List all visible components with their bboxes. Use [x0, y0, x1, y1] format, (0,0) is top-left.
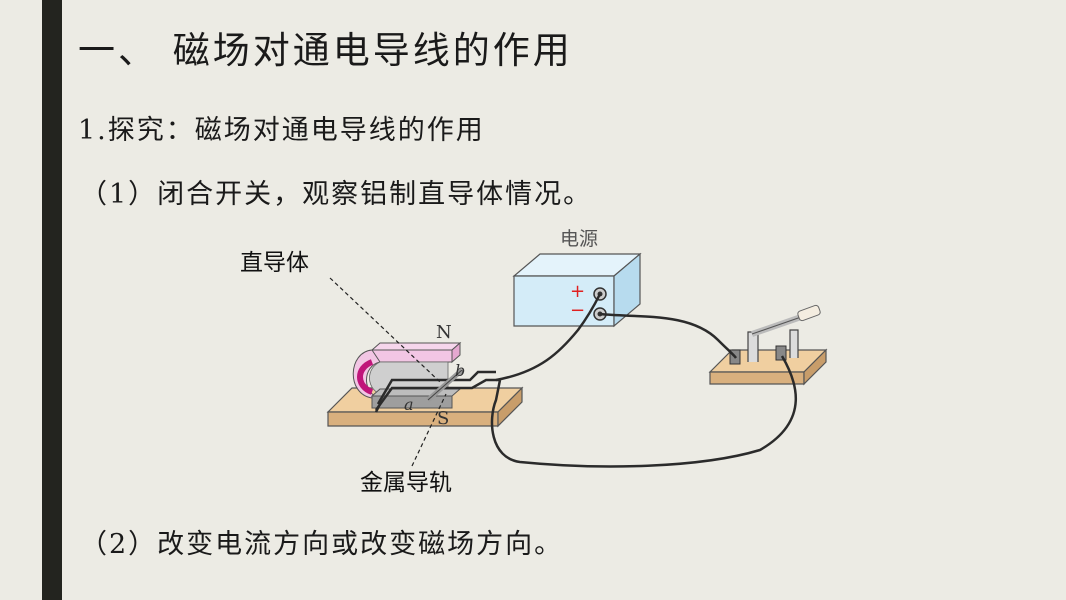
rail-leader-line [411, 393, 447, 467]
label-conductor: 直导体 [240, 250, 309, 276]
label-a: a [404, 395, 414, 414]
label-s: S [437, 408, 449, 429]
conductor-leader-line [329, 277, 441, 383]
circuit-wires [490, 293, 797, 468]
step-2-text: （2）改变电流方向或改变磁场方向。 [80, 529, 564, 560]
left-accent-bar [42, 0, 62, 600]
label-plus: + [570, 281, 585, 302]
switch-board [708, 348, 828, 386]
label-metal-rail: 金属导轨 [360, 470, 452, 496]
metal-rails [374, 370, 500, 413]
slide-subtitle: 1.探究：磁场对通电导线的作用 [78, 115, 485, 146]
label-n: N [436, 322, 452, 343]
label-power: 电源 [560, 228, 598, 250]
label-minus: − [570, 300, 585, 321]
straight-conductor [426, 368, 464, 402]
step-1-text: （1）闭合开关，观察铝制直导体情况。 [80, 179, 593, 210]
label-b: b [455, 361, 465, 380]
slide-title: 一、 磁场对通电导线的作用 [78, 29, 573, 72]
